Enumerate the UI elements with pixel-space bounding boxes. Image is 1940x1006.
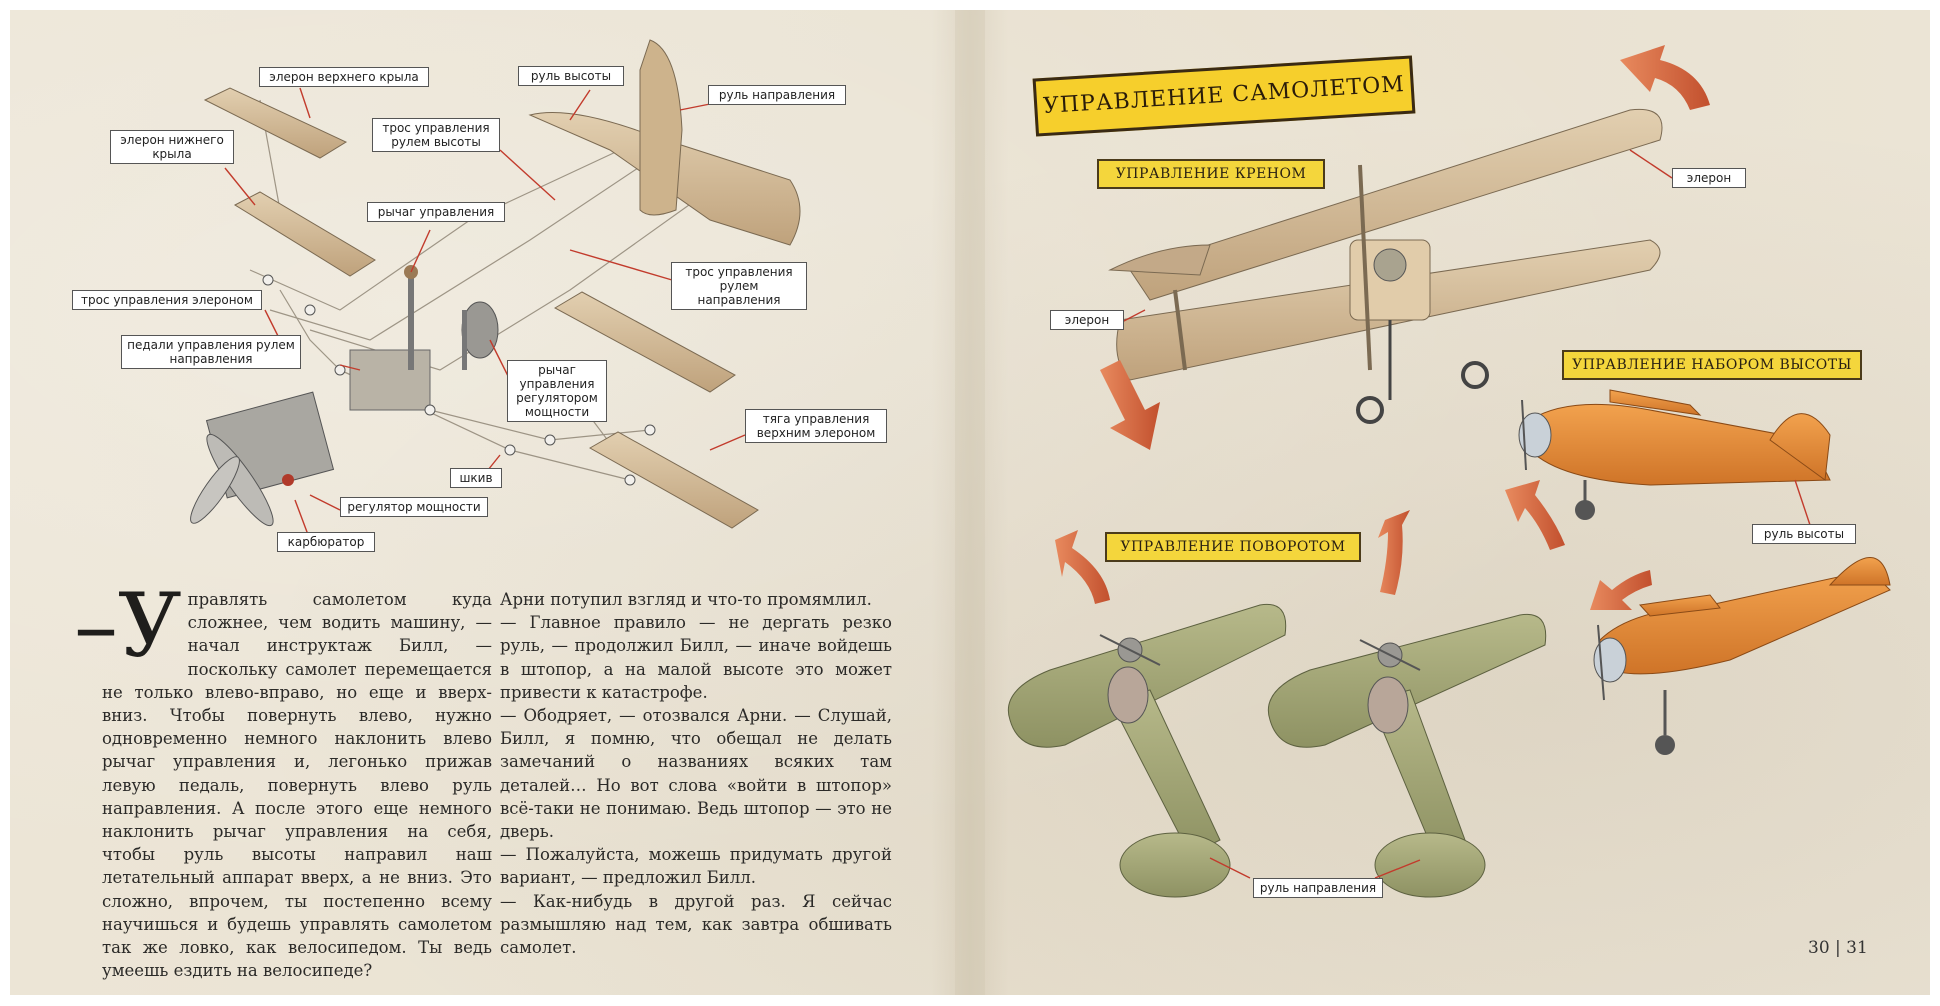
label-upper-aileron-rod: тяга управления верхним элероном bbox=[745, 409, 887, 443]
yaw-biplane-right bbox=[1268, 613, 1547, 898]
arrow-curved-icon bbox=[1055, 530, 1110, 604]
engine bbox=[190, 391, 335, 527]
section-roll-control: УПРАВЛЕНИЕ КРЕНОМ bbox=[1097, 159, 1325, 189]
section-yaw-control: УПРАВЛЕНИЕ ПОВОРОТОМ bbox=[1105, 532, 1361, 562]
label-aileron-right: элерон bbox=[1672, 168, 1746, 188]
pitch-biplane-down bbox=[1593, 557, 1891, 755]
arrow-up-icon bbox=[1620, 45, 1710, 110]
label-lower-wing-aileron: элерон нижнего крыла bbox=[110, 130, 234, 164]
label-elevator-cable: трос управления рулем высоты bbox=[372, 118, 500, 152]
label-elevator-right: руль высоты bbox=[1752, 524, 1856, 544]
roll-biplane bbox=[1108, 108, 1673, 424]
illustrations bbox=[190, 10, 1891, 995]
label-rudder-bottom: руль направления bbox=[1253, 878, 1383, 898]
arrow-curved-icon bbox=[1378, 510, 1410, 595]
label-elevator: руль высоты bbox=[518, 66, 624, 86]
story-paragraph: — Пожалуйста, можешь придумать другой ва… bbox=[500, 845, 892, 888]
label-control-stick: рычаг управления bbox=[367, 202, 505, 222]
yaw-biplane-left bbox=[1008, 603, 1287, 898]
story-text-left: правлять самолетом куда сложнее, чем вод… bbox=[102, 590, 492, 981]
story-paragraph: — Как-нибудь в другой раз. Я сейчас разм… bbox=[500, 891, 892, 958]
arrow-curved-icon bbox=[1505, 480, 1565, 550]
section-pitch-control: УПРАВЛЕНИЕ НАБОРОМ ВЫСОТЫ bbox=[1562, 350, 1862, 380]
label-aileron-cable: трос управления элероном bbox=[72, 290, 262, 310]
label-rudder-cable: трос управления рулем направления bbox=[671, 262, 807, 310]
label-upper-wing-aileron: элерон верхнего крыла bbox=[259, 67, 429, 87]
story-column-left: –У правлять самолетом куда сложнее, чем … bbox=[74, 582, 492, 982]
arrow-down-icon bbox=[1100, 360, 1160, 450]
drop-cap: –У bbox=[74, 574, 182, 677]
label-throttle-lever: рычаг управления регулятором мощности bbox=[507, 360, 607, 422]
label-carburetor: карбюратор bbox=[277, 532, 375, 552]
label-aileron-left: элерон bbox=[1050, 310, 1124, 330]
book-spread: элерон верхнего крыла элерон нижнего кры… bbox=[10, 10, 1930, 995]
story-paragraph: — Ободряет, — отозвался Арни. — Слушай, … bbox=[500, 706, 892, 842]
label-pulley: шкив bbox=[450, 468, 502, 488]
label-rudder-pedals: педали управления рулем направления bbox=[121, 335, 301, 369]
page-numbers: 30 | 31 bbox=[1808, 938, 1868, 958]
label-throttle: регулятор мощности bbox=[340, 497, 488, 517]
pitch-biplane-up bbox=[1518, 389, 1831, 520]
story-paragraph: — Главное правило — не дергать резко рул… bbox=[500, 613, 892, 702]
story-paragraph: Арни потупил взгляд и что-то промямлил. bbox=[500, 590, 872, 609]
story-column-right: Арни потупил взгляд и что-то промямлил. … bbox=[500, 588, 892, 959]
control-system-diagram bbox=[190, 39, 801, 541]
arrow-curved-icon bbox=[1590, 570, 1652, 610]
label-rudder: руль направления bbox=[708, 85, 846, 105]
